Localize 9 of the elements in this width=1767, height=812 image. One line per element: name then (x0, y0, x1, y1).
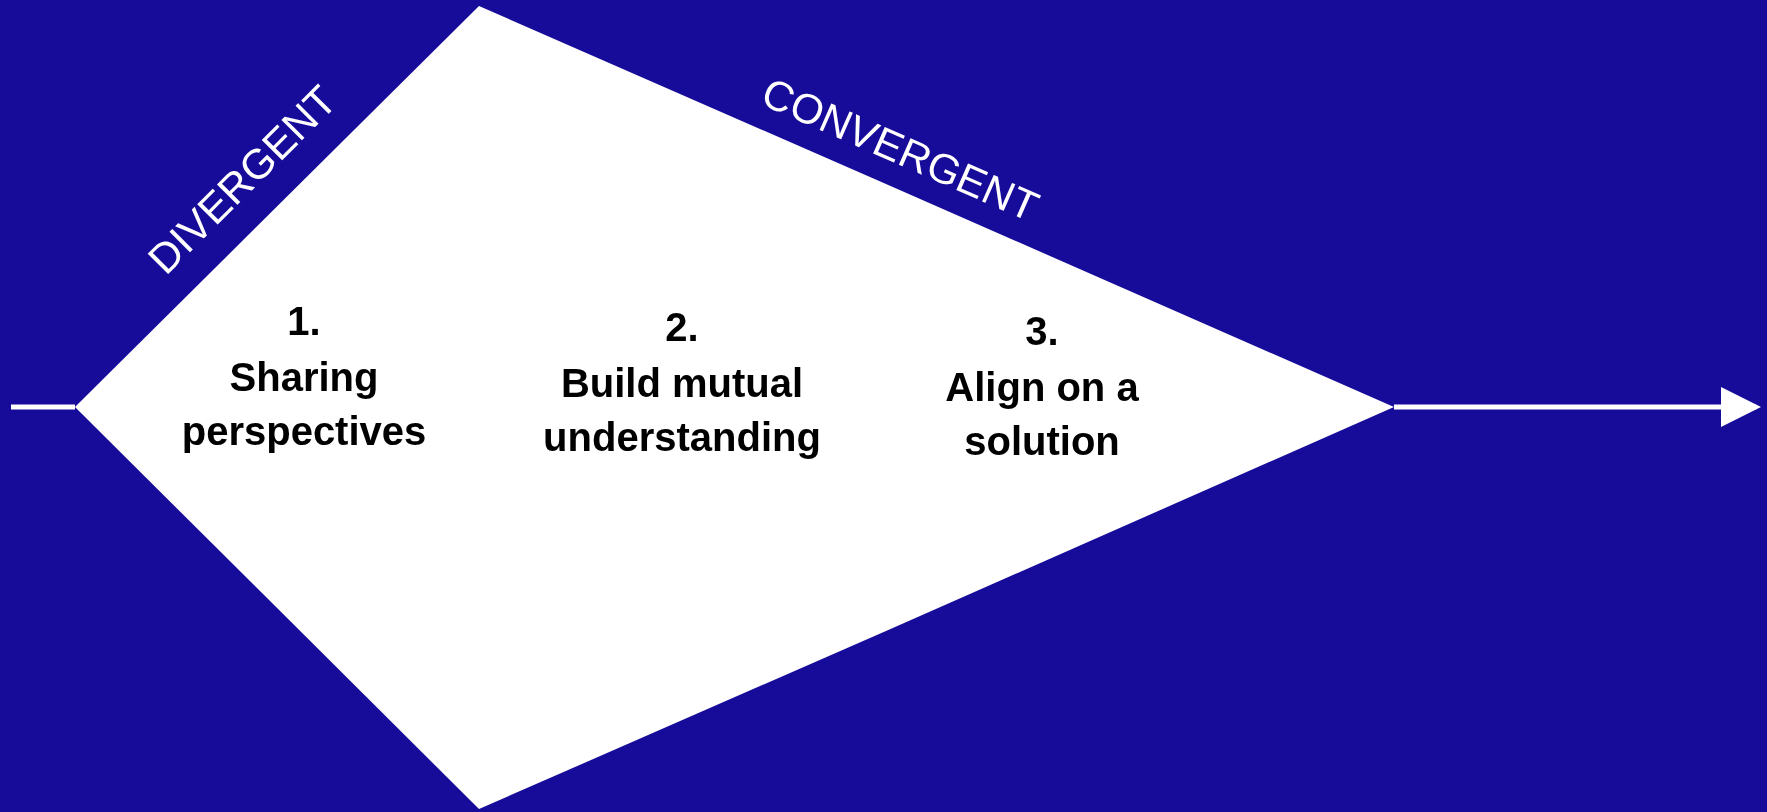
step-number: 2. (664, 304, 700, 351)
stage-area (75, 6, 479, 809)
line (11, 404, 75, 410)
step-title: Sharing perspectives (180, 354, 428, 455)
step-title: Build mutual understanding (542, 360, 822, 461)
step-title: Align on a solution (944, 364, 1140, 465)
step-number: 1. (286, 298, 322, 345)
step-number: 3. (1024, 308, 1060, 355)
arrow (1394, 387, 1761, 427)
